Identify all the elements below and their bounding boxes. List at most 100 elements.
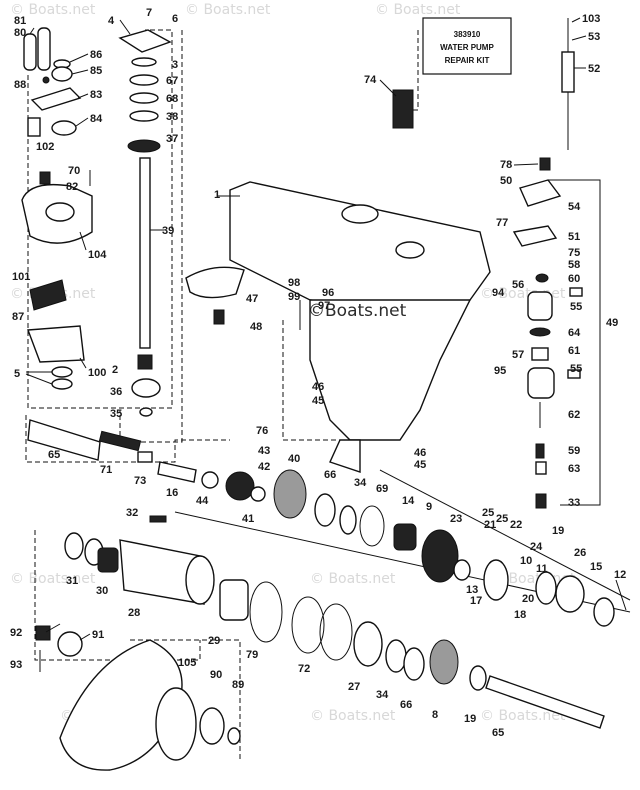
callout-17: 17 (470, 595, 482, 607)
callout-100: 100 (88, 367, 106, 379)
callout-31: 31 (66, 575, 78, 587)
callout-22: 22 (510, 519, 522, 531)
callout-46: 46 (414, 447, 426, 459)
liner-102 (27, 117, 41, 137)
callout-52: 52 (588, 63, 600, 75)
callout-67: 67 (166, 75, 178, 87)
callout-102: 102 (36, 141, 54, 153)
callout-34: 34 (354, 477, 367, 489)
callout-69: 69 (376, 483, 388, 495)
callout-57: 57 (512, 349, 524, 361)
ring-72a (291, 596, 325, 654)
callout-30: 30 (96, 585, 108, 597)
seal-31a (64, 532, 84, 560)
watermark: © Boats.net (375, 2, 461, 18)
bearing-42 (225, 471, 255, 501)
callout-21: 21 (484, 519, 496, 531)
kit-line-1: WATER PUMP (440, 43, 494, 52)
skeg (329, 439, 361, 473)
callout-labels: 81 80 86 85 88 83 84 102 70 82 104 101 8… (10, 7, 626, 739)
pin-73 (137, 451, 153, 463)
seal-34b (385, 639, 407, 673)
callout-6: 6 (172, 13, 178, 25)
ring-60 (535, 273, 549, 283)
detent-56 (527, 291, 553, 321)
callout-18: 18 (514, 609, 526, 621)
seal-13 (453, 559, 471, 581)
water-pump-kit-label: 383910 WATER PUMP REPAIR KIT (422, 17, 512, 75)
callout-55: 55 (570, 363, 582, 375)
nut-92 (35, 625, 51, 641)
driveshaft-parts (118, 29, 172, 417)
bearing-14 (393, 523, 417, 551)
boot-52 (561, 51, 575, 93)
shift-linkage-parts (512, 18, 583, 509)
callout-16: 16 (166, 487, 178, 499)
callout-34: 34 (376, 689, 389, 701)
shaft-65b (485, 675, 605, 729)
callout-73: 73 (134, 475, 146, 487)
bearing-2 (137, 354, 153, 370)
seal-84 (51, 120, 77, 136)
callout-98: 98 (288, 277, 300, 289)
propeller-parts (35, 625, 241, 771)
tube-81 (23, 33, 37, 71)
driveshaft-39 (139, 157, 151, 349)
pin-63 (535, 461, 547, 475)
pin-12 (615, 579, 627, 611)
callout-53: 53 (588, 31, 600, 43)
callout-79: 79 (246, 649, 258, 661)
callout-94: 94 (492, 287, 505, 299)
callout-9: 9 (426, 501, 432, 513)
pinion-36 (131, 378, 161, 398)
callout-47: 47 (246, 293, 258, 305)
seal-66b (403, 647, 425, 681)
callout-81: 81 (14, 15, 26, 27)
ring-64 (529, 327, 551, 337)
plate-100 (27, 325, 85, 363)
callout-40: 40 (288, 453, 300, 465)
callout-3: 3 (172, 59, 178, 71)
callout-92: 92 (10, 627, 22, 639)
watermark: © Boats.net (480, 708, 566, 724)
callout-62: 62 (568, 409, 580, 421)
watermark: © Boats.net (185, 2, 271, 18)
impeller-101 (29, 279, 67, 311)
callout-55: 55 (570, 301, 582, 313)
propeller-hub (155, 687, 197, 761)
callout-44: 44 (196, 495, 209, 507)
carrier-face (185, 555, 215, 605)
anode-74 (392, 89, 414, 129)
spring-59 (535, 443, 545, 459)
callout-82: 82 (66, 181, 78, 193)
bearing-carrier-parts (64, 515, 605, 729)
callout-66: 66 (324, 469, 336, 481)
callout-39: 39 (162, 225, 174, 237)
housing-lower (309, 299, 472, 441)
shift-shaft-16 (157, 461, 197, 483)
pump-housing-bore (45, 202, 75, 222)
callout-93: 93 (10, 659, 22, 671)
housing-port (341, 204, 379, 224)
callout-13: 13 (466, 584, 478, 596)
callout-48: 48 (250, 321, 262, 333)
screw-32 (149, 515, 167, 523)
callout-37: 37 (166, 133, 178, 145)
callout-66: 66 (400, 699, 412, 711)
shaft-65a (27, 419, 101, 461)
o-ring-79 (249, 581, 283, 643)
bearing-37 (127, 139, 161, 153)
callout-54: 54 (568, 201, 581, 213)
washer-90 (199, 707, 225, 745)
washer-38 (129, 110, 159, 122)
seal-68 (129, 92, 159, 104)
screw-33 (535, 493, 547, 509)
callout-49: 49 (606, 317, 618, 329)
kit-part-number: 383910 (454, 30, 481, 39)
callout-43: 43 (258, 445, 270, 457)
callout-87: 87 (12, 311, 24, 323)
callout-64: 64 (568, 327, 581, 339)
callout-38: 38 (166, 111, 178, 123)
gear-9 (421, 529, 459, 583)
